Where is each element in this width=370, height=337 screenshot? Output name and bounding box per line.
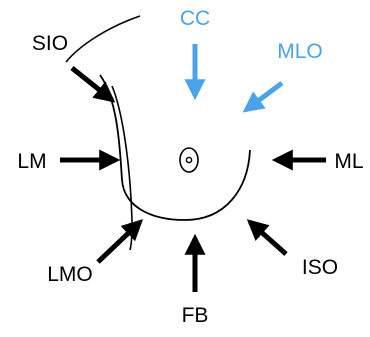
mlo-label: MLO: [277, 40, 323, 63]
breast-outline: [99, 74, 251, 221]
nipple-outer: [179, 147, 199, 173]
mlo-arrow: [242, 81, 284, 113]
ml-label: ML: [334, 150, 363, 173]
iso-label: ISO: [302, 256, 338, 279]
sio-label: SIO: [32, 32, 68, 55]
iso-arrow: [246, 219, 288, 256]
sio-arrow: [70, 66, 116, 103]
fb-label: FB: [182, 304, 209, 327]
lm-label: LM: [17, 150, 46, 173]
lmo-label: LMO: [47, 263, 93, 286]
cc-label: CC: [180, 7, 210, 30]
nipple-inner: [185, 156, 193, 164]
chest-wall-arc: [65, 15, 141, 63]
lmo-arrow: [96, 219, 144, 264]
